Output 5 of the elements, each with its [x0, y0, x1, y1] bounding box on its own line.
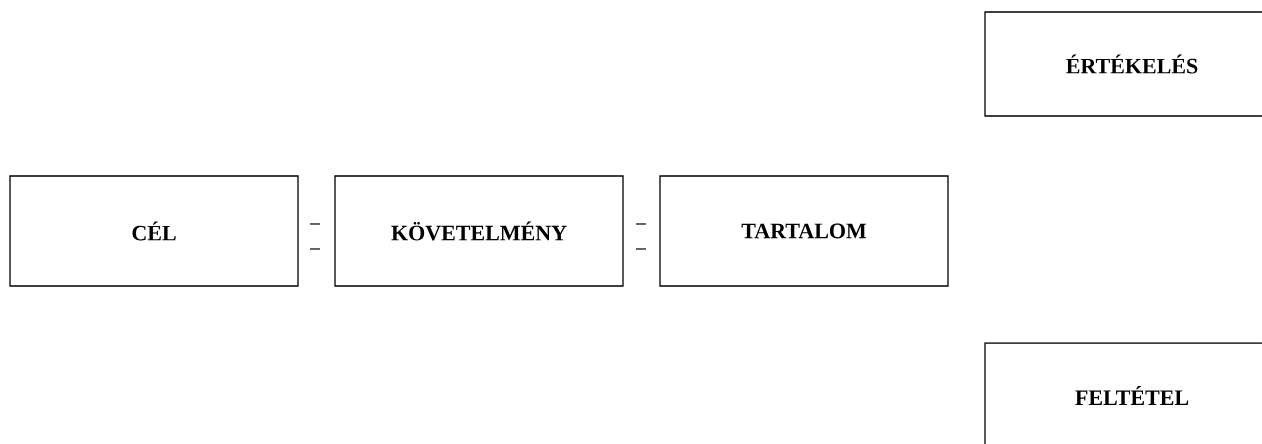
process-box: TARTALOM [659, 175, 949, 287]
process-box: ÉRTÉKELÉS [984, 11, 1262, 117]
process-box: CÉL [9, 175, 299, 287]
process-box: FELTÉTEL [984, 342, 1262, 444]
process-box: KÖVETELMÉNY [334, 175, 624, 287]
